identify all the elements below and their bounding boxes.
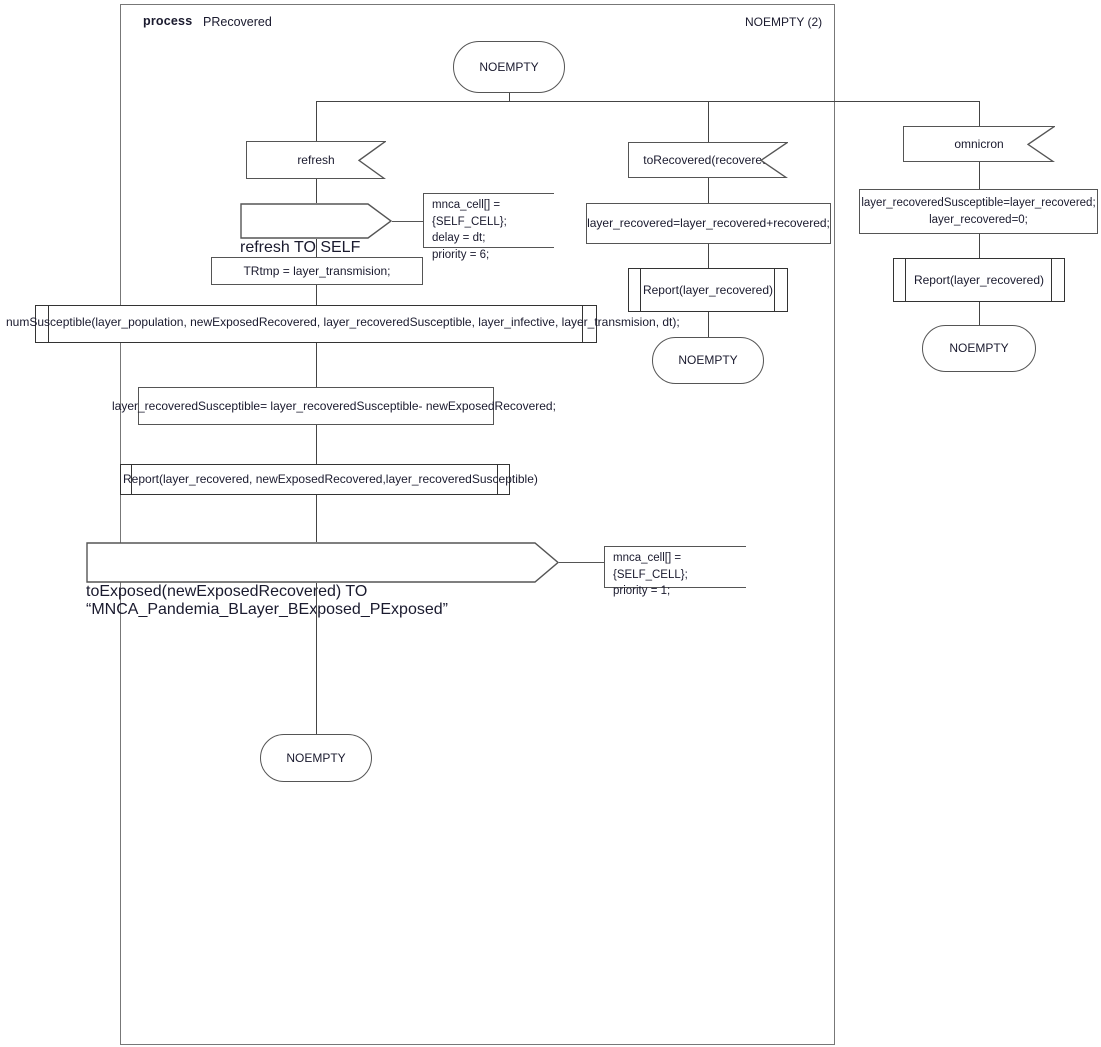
output-refresh-to-self[interactable]: refresh TO SELF xyxy=(240,203,392,256)
output-refresh-to-self-label: refresh TO SELF xyxy=(240,239,361,256)
flowline-left-proc-to-task2 xyxy=(316,343,317,387)
flowline-right-task-to-report xyxy=(979,234,980,258)
state-noempty-start-label: NOEMPTY xyxy=(479,59,539,74)
procedure-bar-right-icon xyxy=(1051,259,1052,301)
procedure-bar-right-icon xyxy=(497,465,498,494)
input-notch-icon xyxy=(358,140,387,180)
flowline-left-to-input xyxy=(316,101,317,141)
task-omnicron[interactable]: layer_recoveredSusceptible=layer_recover… xyxy=(859,189,1098,234)
output-toexposed-label: toExposed(newExposedRecovered) TO “MNCA_… xyxy=(86,583,448,618)
flowline-left-output2-to-state xyxy=(316,583,317,734)
flowline-right-to-input xyxy=(979,101,980,126)
procedure-report-left-label: Report(layer_recovered, newExposedRecove… xyxy=(123,472,538,486)
flowline-left-input-to-output xyxy=(316,179,317,203)
flowline-right-report-to-state xyxy=(979,302,980,325)
flowline-middle-to-input xyxy=(708,101,709,142)
flowline-middle-task-to-report xyxy=(708,244,709,268)
flowline-left-report-to-output2 xyxy=(316,495,317,542)
commentline-refresh-to-self xyxy=(392,221,423,222)
procedure-bar-right-icon xyxy=(774,269,775,311)
procedure-report-right-label: Report(layer_recovered) xyxy=(913,272,1045,287)
input-omnicron[interactable]: omnicron xyxy=(903,125,1056,163)
procedure-numsusceptible[interactable] xyxy=(35,305,597,343)
task-recovered-susceptible[interactable] xyxy=(138,387,494,425)
procedure-bar-left-icon xyxy=(48,306,49,342)
input-torecovered[interactable]: toRecovered(recovered) xyxy=(628,141,789,179)
state-noempty-right-end[interactable]: NOEMPTY xyxy=(922,325,1036,372)
input-refresh-label: refresh xyxy=(297,152,335,167)
state-noempty-middle-end[interactable]: NOEMPTY xyxy=(652,337,764,384)
flowline-middle-report-to-state xyxy=(708,312,709,337)
procedure-report-right[interactable]: Report(layer_recovered) xyxy=(893,258,1065,302)
state-noempty-left-end-label: NOEMPTY xyxy=(286,750,346,765)
procedure-bar-right-icon xyxy=(582,306,583,342)
flowline-branch-bus xyxy=(316,101,979,102)
state-noempty-right-end-label: NOEMPTY xyxy=(949,341,1009,355)
input-notch-icon xyxy=(1027,125,1056,163)
process-frame xyxy=(120,4,835,1045)
input-torecovered-label: toRecovered(recovered) xyxy=(643,152,773,167)
commentline-toexposed xyxy=(559,562,604,563)
flowline-left-task2-to-report xyxy=(316,425,317,464)
frame-corner-label: NOEMPTY (2) xyxy=(745,15,823,29)
flowline-middle-input-to-task xyxy=(708,178,709,203)
flowline-right-input-to-task xyxy=(979,162,980,189)
state-noempty-left-end[interactable]: NOEMPTY xyxy=(260,734,372,782)
procedure-bar-left-icon xyxy=(131,465,132,494)
state-noempty-start[interactable]: NOEMPTY xyxy=(453,41,565,93)
comment-top-line xyxy=(604,546,746,547)
task-recovered-susceptible-label: layer_recoveredSusceptible= layer_recove… xyxy=(112,399,556,413)
procedure-report-middle-label: Report(layer_recovered) xyxy=(642,282,774,297)
task-trtmp-label: TRtmp = layer_transmision; xyxy=(243,263,391,278)
comment-refresh-to-self: mnca_cell[] = {SELF_CELL}; delay = dt; p… xyxy=(423,193,554,261)
state-noempty-middle-end-label: NOEMPTY xyxy=(678,353,738,367)
task-trtmp[interactable]: TRtmp = layer_transmision; xyxy=(211,257,423,285)
input-notch-icon xyxy=(760,141,789,179)
task-layer-recovered[interactable]: layer_recovered=layer_recovered+recovere… xyxy=(586,203,831,244)
task-omnicron-label: layer_recoveredSusceptible=layer_recover… xyxy=(861,197,1096,226)
procedure-report-left[interactable] xyxy=(120,464,510,495)
comment-toexposed: mnca_cell[] = {SELF_CELL}; priority = 1; xyxy=(604,546,746,597)
process-keyword: process xyxy=(143,14,193,28)
output-toexposed[interactable]: toExposed(newExposedRecovered) TO “MNCA_… xyxy=(86,542,559,618)
procedure-bar-left-icon xyxy=(640,269,641,311)
procedure-numsusceptible-label: numSusceptible(layer_population, newExpo… xyxy=(6,315,680,329)
input-omnicron-label: omnicron xyxy=(954,136,1004,151)
process-name: PRecovered xyxy=(203,15,272,29)
procedure-report-middle[interactable]: Report(layer_recovered) xyxy=(628,268,788,312)
flowline-left-output-to-task xyxy=(316,239,317,257)
comment-top-line xyxy=(423,193,554,194)
flowline-left-task-to-proc xyxy=(316,285,317,305)
task-layer-recovered-label: layer_recovered=layer_recovered+recovere… xyxy=(587,216,830,230)
procedure-bar-left-icon xyxy=(905,259,906,301)
input-refresh[interactable]: refresh xyxy=(246,140,387,180)
flowline-start-stub xyxy=(509,93,510,101)
